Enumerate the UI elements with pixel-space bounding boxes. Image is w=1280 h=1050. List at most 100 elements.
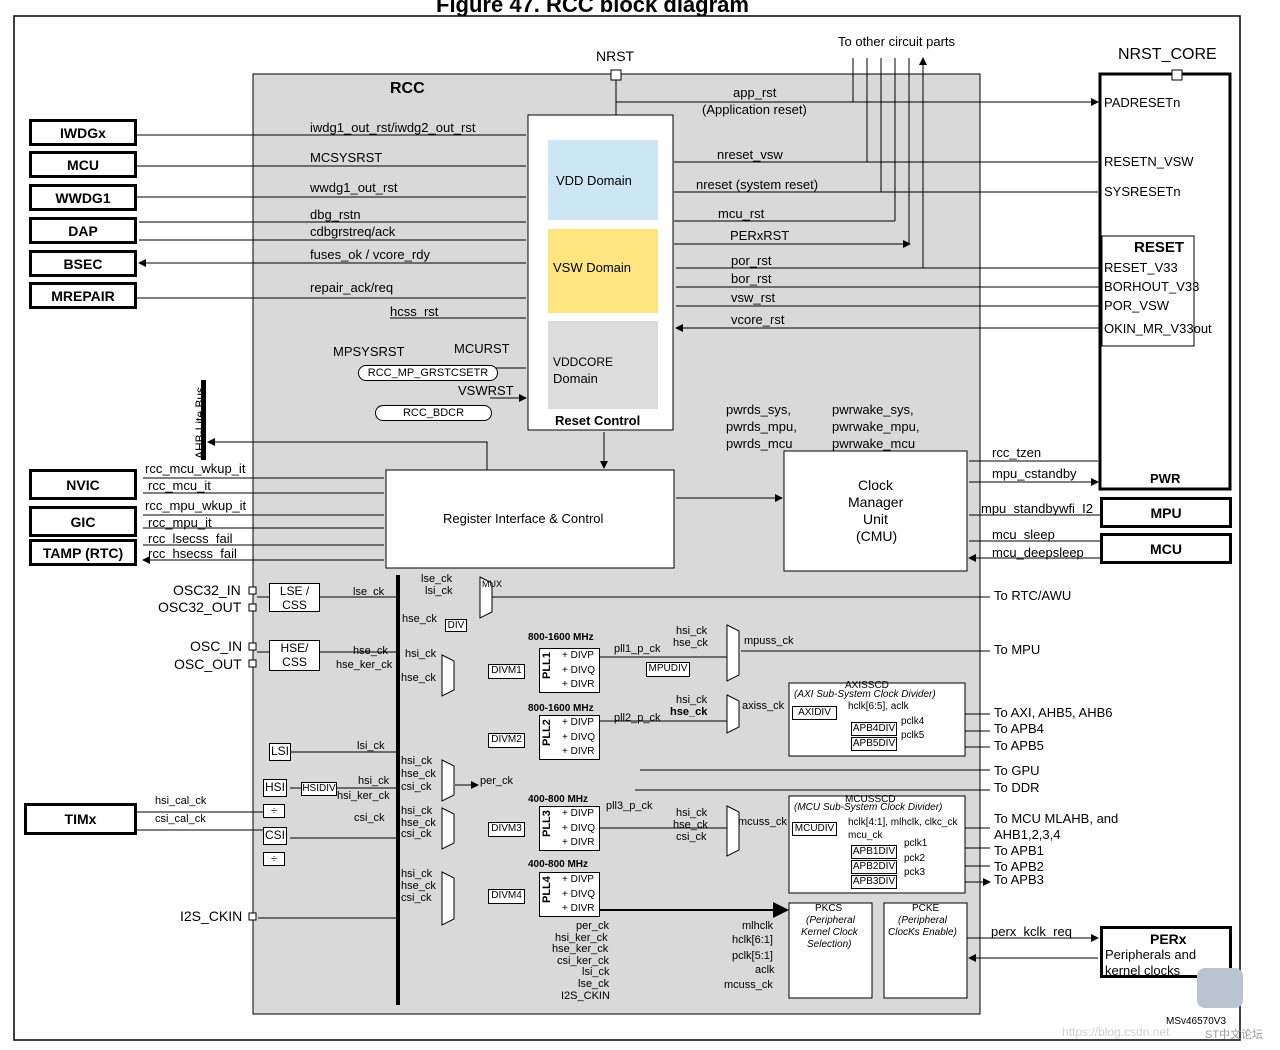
sig-vswrst: VSWRST <box>458 383 514 398</box>
pll12-hsi: hsi_ck <box>405 648 437 660</box>
vdd-domain <box>548 140 658 220</box>
pll3-csi: csi_ck <box>401 828 432 840</box>
pll4-hse: hse_ck <box>401 880 436 892</box>
mcusscd-name: MCUSSCD <box>845 794 896 805</box>
out-apb1: To APB1 <box>994 843 1044 858</box>
reference-code: MSv46570V3 <box>1166 1016 1227 1027</box>
lse-css-block: LSE / CSS <box>269 583 320 612</box>
pin-osc-in: OSC_IN <box>190 638 243 654</box>
hsi-cal-divider: ÷ <box>263 804 285 818</box>
it-mpu-wkup: rcc_mpu_wkup_it <box>145 498 247 513</box>
pll3-divp: + DIVP <box>562 808 594 819</box>
pll2-block: PLL2+ DIVP+ DIVQ+ DIVR <box>539 715 600 760</box>
figure-title: Figure 47. RCC block diagram <box>436 0 749 17</box>
bus-mlhclk: mlhclk <box>742 920 774 932</box>
out-gpu: To GPU <box>994 763 1040 778</box>
pll1-divr: + DIVR <box>562 679 595 690</box>
nvic-block: NVIC <box>29 469 137 500</box>
pin-osc32-out: OSC32_OUT <box>158 599 242 615</box>
pkcs-in-csi-ker: csi_ker_ck <box>557 955 609 967</box>
pkcs-in-lsi: lsi_ck <box>582 966 610 978</box>
pll2-p-ck: pll2_p_ck <box>614 712 661 724</box>
out-apb3: To APB3 <box>994 872 1044 887</box>
pll3-block: PLL3+ DIVP+ DIVQ+ DIVR <box>539 806 600 851</box>
axi-mux-hse: hse_ck <box>670 706 708 718</box>
pcke-title: PCKE <box>912 903 940 914</box>
sig-app-rst-desc: (Application reset) <box>702 102 807 117</box>
wwdg1-block: WWDG1 <box>29 184 137 211</box>
mux-rtc-lsi: lsi_ck <box>425 585 453 597</box>
mrepair-block: MREPAIR <box>29 282 137 309</box>
pll3-divr: + DIVR <box>562 837 595 848</box>
vddcore-label: VDDCORE <box>553 355 614 369</box>
pll3-p-ck: pll3_p_ck <box>606 800 653 812</box>
apb5div-block: APB5DIV <box>851 737 897 751</box>
pwrds-mpu: pwrds_mpu, <box>726 419 797 434</box>
bus-mcuss-ck: mcuss_ck <box>724 979 773 991</box>
mcu-mux-hse: hse_ck <box>673 819 708 831</box>
bus-pclk: pclk[5:1] <box>732 950 773 962</box>
mpuss-ck: mpuss_ck <box>744 635 794 647</box>
it-mpu: rcc_mpu_it <box>148 515 212 530</box>
cmu-block <box>783 450 968 572</box>
nrst-pin <box>610 69 622 81</box>
pll4-range: 400-800 MHz <box>528 859 589 870</box>
pll1-p-ck: pll1_p_ck <box>614 643 661 655</box>
ahb-lite-bus-label: AHB-Lite Bus <box>193 386 207 459</box>
reset-title: RESET <box>1134 239 1185 256</box>
mux-rtc-lse: lse_ck <box>421 573 453 585</box>
other-parts-label: To other circuit parts <box>838 34 956 49</box>
pck3-label: pck3 <box>904 867 926 878</box>
timx-block: TIMx <box>24 803 137 835</box>
sig-nreset-vsw: nreset_vsw <box>717 147 783 162</box>
out-apb4: To APB4 <box>994 721 1044 736</box>
pkcs-in-lse: lse_ck <box>578 978 610 990</box>
pwrds-mcu: pwrds_mcu <box>726 436 793 451</box>
out-axi: To AXI, AHB5, AHB6 <box>994 705 1113 720</box>
pll4-divq: + DIVQ <box>562 889 596 900</box>
mpu-mux-hsi: hsi_ck <box>676 625 708 637</box>
pll4-block: PLL4+ DIVP+ DIVQ+ DIVR <box>539 872 600 917</box>
sig-mcu-rst: mcu_rst <box>718 206 765 221</box>
sig-mpu-standbywfi: mpu_standbywfi_I2 <box>981 501 1094 516</box>
apb3div-block: APB3DIV <box>851 875 897 889</box>
mcu-box: MCU <box>1100 533 1232 564</box>
perx-title: PERx <box>1150 931 1187 947</box>
pll2-divr: + DIVR <box>562 746 595 757</box>
pll4-name: PLL4 <box>541 876 553 903</box>
pll1-divq: + DIVQ <box>562 665 596 676</box>
bus-hclk: hclk[6:1] <box>732 934 773 946</box>
it-hsecss: rcc_hsecss_fail <box>148 546 237 561</box>
wires <box>137 58 1100 962</box>
apb2div-block: APB2DIV <box>851 860 897 874</box>
reset-control-label: Reset Control <box>555 413 641 428</box>
pll1-block: PLL1+ DIVP+ DIVQ+ DIVR <box>539 648 600 693</box>
pll2-divp: + DIVP <box>562 717 594 728</box>
csi-cal-divider: ÷ <box>263 852 285 866</box>
reset-subblock <box>1101 235 1195 347</box>
it-lsecss: rcc_lsecss_fail <box>148 531 233 546</box>
sig-mpu-cstandby: mpu_cstandby <box>992 466 1077 481</box>
cmu-label-4: (CMU) <box>856 528 898 544</box>
pcke-desc-2: ClocKs Enable) <box>888 927 957 938</box>
sig-dbg-rstn: dbg_rstn <box>310 207 361 222</box>
axisscd-name: AXISSCD <box>845 680 889 691</box>
chat-icon[interactable] <box>1197 968 1243 1008</box>
mcu-block: MCU <box>29 151 137 178</box>
pll12-hse: hse_ck <box>401 672 436 684</box>
pll3-divq: + DIVQ <box>562 823 596 834</box>
pck2-label: pck2 <box>904 853 926 864</box>
pll1-range: 800-1600 MHz <box>528 632 594 643</box>
hsidiv-block: HSIDIV <box>301 782 337 796</box>
pll4-hsi: hsi_ck <box>401 868 433 880</box>
vddcore-domain-label: Domain <box>553 371 598 386</box>
hse-css-block: HSE/ CSS <box>269 640 320 671</box>
rcc-bdcr-register: RCC_BDCR <box>375 405 492 421</box>
pcke-block <box>883 902 968 999</box>
vddcore-domain <box>548 321 658 409</box>
pwr-padresetn: PADRESETn <box>1104 95 1181 110</box>
hsi-block: HSI <box>263 779 287 797</box>
pwr-borhout-v33: BORHOUT_V33 <box>1104 279 1200 294</box>
pwr-sysresetn: SYSRESETn <box>1104 184 1181 199</box>
